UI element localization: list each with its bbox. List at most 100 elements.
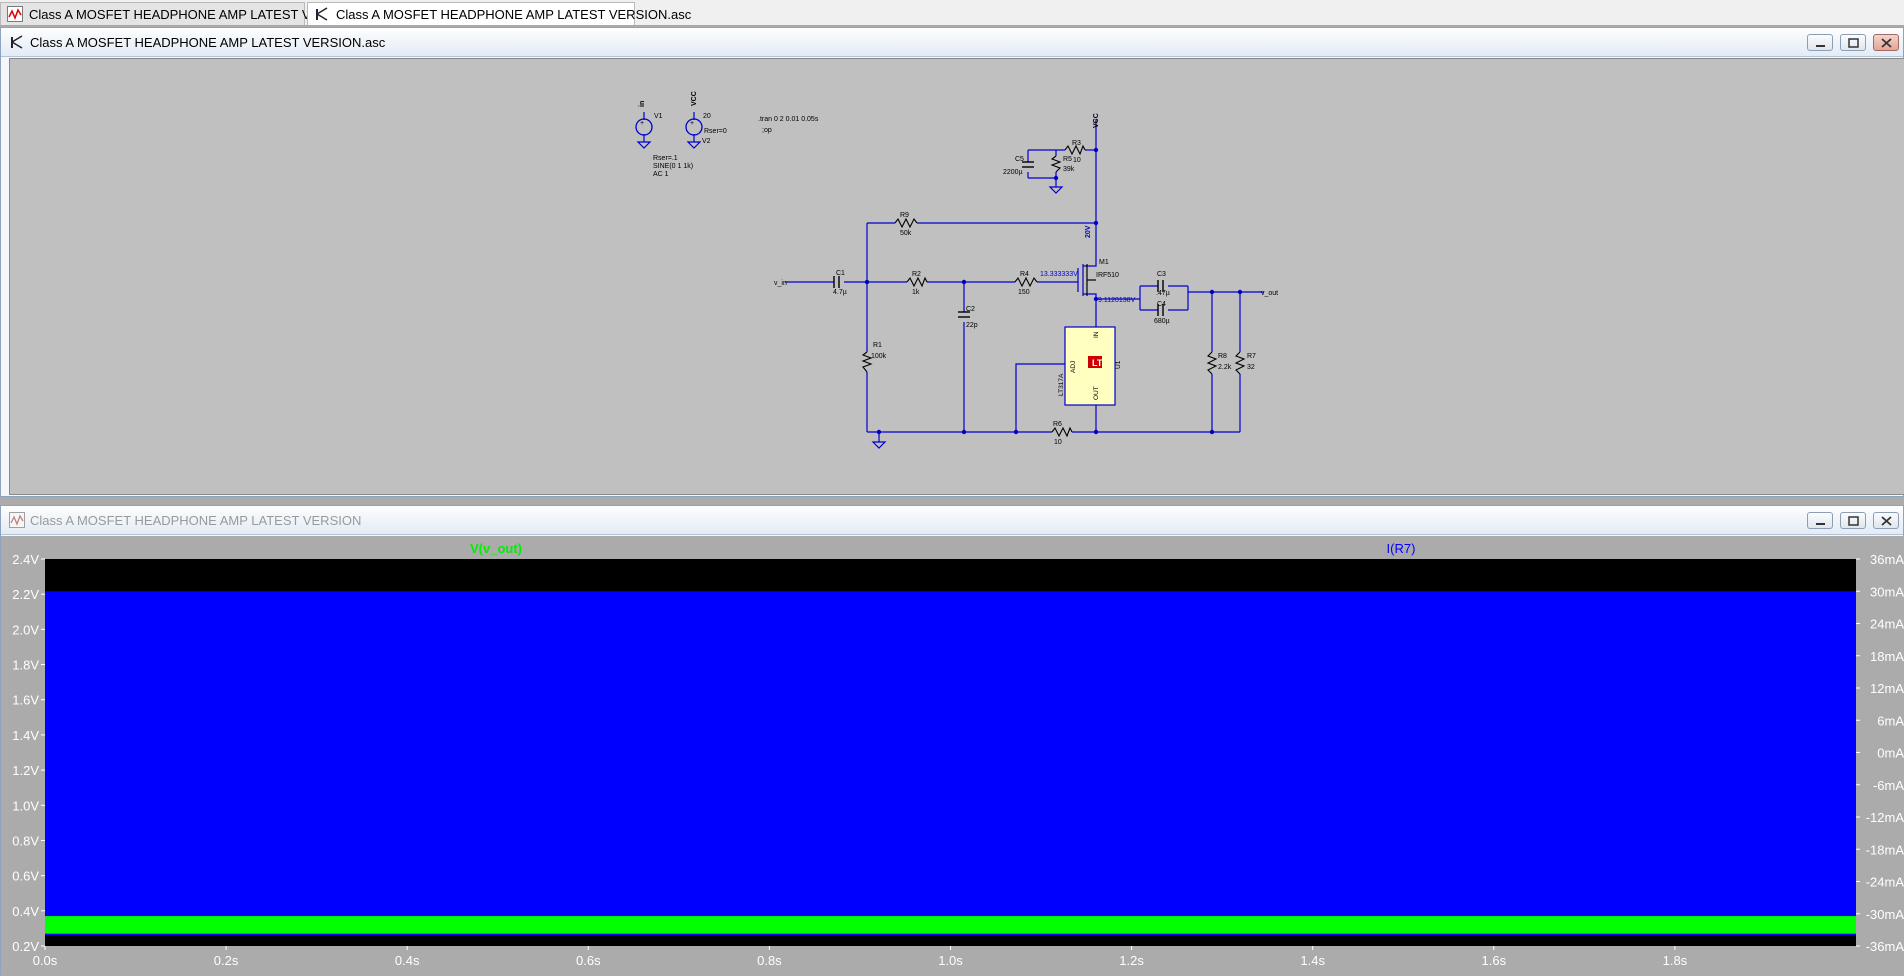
x-tick-label: 1.0s: [938, 953, 963, 968]
waveform-window-titlebar[interactable]: Class A MOSFET HEADPHONE AMP LATEST VERS…: [1, 506, 1903, 535]
y-left-tick-label: 1.8V: [12, 658, 39, 673]
y-right-tick-label: 24mA: [1870, 617, 1904, 632]
schematic-canvas[interactable]: + + LT in V1: [9, 58, 1904, 495]
y-left-tick-label: 0.6V: [12, 869, 39, 884]
mosfet-symbol: [1086, 264, 1096, 296]
tran-directive[interactable]: .tran 0 2 0.01 0.05s: [758, 116, 819, 123]
tab-schematic-label: Class A MOSFET HEADPHONE AMP LATEST VERS…: [336, 7, 692, 22]
x-tick-label: 0.6s: [576, 953, 601, 968]
y-right-tick-label: -36mA: [1866, 939, 1904, 954]
minimize-icon: [1816, 45, 1825, 47]
schematic-window-titlebar[interactable]: Class A MOSFET HEADPHONE AMP LATEST VERS…: [1, 28, 1903, 57]
svg-text:+: +: [690, 120, 694, 127]
voltage-sources: + +: [635, 118, 703, 136]
y-left-tick-label: 1.6V: [12, 693, 39, 708]
v-in-net-label: v_in: [774, 280, 787, 287]
v1-param-rser: Rser=.1: [653, 155, 678, 162]
c1-value: 4.7µ: [833, 289, 847, 296]
gate-voltage-label: 13.333333V: [1040, 271, 1078, 278]
c4-value: 680µ: [1154, 318, 1170, 325]
y-right-tick-label: 36mA: [1870, 552, 1904, 567]
schematic-window: Class A MOSFET HEADPHONE AMP LATEST VERS…: [0, 27, 1904, 497]
v1-node-label: in: [639, 101, 646, 107]
u1-pin-in: IN: [1093, 331, 1100, 338]
minimize-button[interactable]: [1807, 512, 1833, 529]
r9-value: 50k: [900, 230, 912, 237]
tab-waveform[interactable]: Class A MOSFET HEADPHONE AMP LATEST VERS…: [0, 2, 360, 25]
x-tick-label: 1.6s: [1482, 953, 1507, 968]
capacitor-symbols: [833, 161, 1164, 318]
restore-icon: [1848, 38, 1859, 48]
u1-part: LT317A: [1058, 373, 1065, 396]
u1-name: U1: [1115, 360, 1122, 369]
waveform-chart: 2.4V2.2V2.0V1.8V1.6V1.4V1.2V1.0V0.8V0.6V…: [12, 541, 1904, 968]
v-out-net-label: v_out: [1261, 290, 1278, 297]
close-icon: [1881, 516, 1892, 526]
x-tick-label: 0.0s: [33, 953, 58, 968]
y-right-tick-label: 18mA: [1870, 649, 1904, 664]
schematic-wires: [643, 112, 1264, 442]
r2-name: R2: [912, 271, 921, 278]
r8-value: 2.2k: [1218, 364, 1232, 371]
resistor-symbols: [861, 144, 1246, 438]
x-tick-label: 1.2s: [1119, 953, 1144, 968]
waveform-window: Class A MOSFET HEADPHONE AMP LATEST VERS…: [0, 505, 1904, 976]
v2-node-label: VCC: [691, 91, 698, 106]
r6-value: 10: [1054, 439, 1062, 446]
y-left-tick-label: 2.0V: [12, 622, 39, 637]
restore-button[interactable]: [1840, 34, 1866, 51]
c5-name: C5: [1015, 156, 1024, 163]
tab-waveform-label: Class A MOSFET HEADPHONE AMP LATEST VERS…: [29, 7, 361, 22]
x-tick-label: 0.4s: [395, 953, 420, 968]
y-right-tick-label: -6mA: [1873, 778, 1904, 793]
restore-icon: [1848, 516, 1859, 526]
r1-value: 100k: [871, 353, 887, 360]
op-directive[interactable]: ;op: [762, 127, 772, 134]
junction-dots: [864, 147, 1243, 435]
restore-button[interactable]: [1840, 512, 1866, 529]
r4-name: R4: [1020, 271, 1029, 278]
y-left-tick-label: 1.2V: [12, 763, 39, 778]
close-button[interactable]: [1873, 34, 1899, 51]
svg-text:+: +: [640, 120, 644, 127]
x-tick-label: 1.8s: [1663, 953, 1688, 968]
v1-name: V1: [654, 113, 663, 120]
c4-name: C4: [1157, 301, 1166, 308]
y-left-tick-label: 0.2V: [12, 939, 39, 954]
y-right-tick-label: -24mA: [1866, 875, 1904, 890]
c1-name: C1: [836, 270, 845, 277]
r7-value: 32: [1247, 364, 1255, 371]
y-right-tick-label: 0mA: [1877, 746, 1904, 761]
y-left-tick-label: 2.2V: [12, 587, 39, 602]
minimize-icon: [1816, 523, 1825, 525]
close-button[interactable]: [1873, 512, 1899, 529]
v2-name: V2: [702, 138, 711, 145]
close-icon: [1881, 38, 1892, 48]
y-right-tick-label: -12mA: [1866, 810, 1904, 825]
schematic-drawing: + + LT in V1: [635, 91, 1278, 449]
v1-param-ac: AC 1: [653, 171, 669, 178]
r8-name: R8: [1218, 353, 1227, 360]
r5-name: R5: [1063, 156, 1072, 163]
r9-name: R9: [900, 212, 909, 219]
c2-value: 22p: [966, 322, 978, 329]
waveform-icon: [9, 512, 25, 528]
trace-label-vout[interactable]: V(v_out): [470, 541, 522, 556]
y-right-tick-label: -18mA: [1866, 842, 1904, 857]
y-left-tick-label: 0.4V: [12, 904, 39, 919]
x-tick-label: 0.8s: [757, 953, 782, 968]
u1-pin-out: OUT: [1093, 386, 1100, 400]
m1-name: M1: [1099, 259, 1109, 266]
source-voltage-label: 9.1120138V: [1098, 297, 1136, 304]
y-left-tick-label: 0.8V: [12, 833, 39, 848]
waveform-icon: [7, 6, 23, 22]
schematic-icon: [316, 7, 328, 21]
schematic-icon: [11, 35, 23, 49]
tab-schematic[interactable]: Class A MOSFET HEADPHONE AMP LATEST VERS…: [307, 2, 691, 25]
svg-text:LT: LT: [1092, 358, 1103, 368]
minimize-button[interactable]: [1807, 34, 1833, 51]
r3-value: 10: [1073, 157, 1081, 164]
ground-symbols: [636, 141, 1064, 449]
trace-label-ir7[interactable]: I(R7): [1387, 541, 1416, 556]
